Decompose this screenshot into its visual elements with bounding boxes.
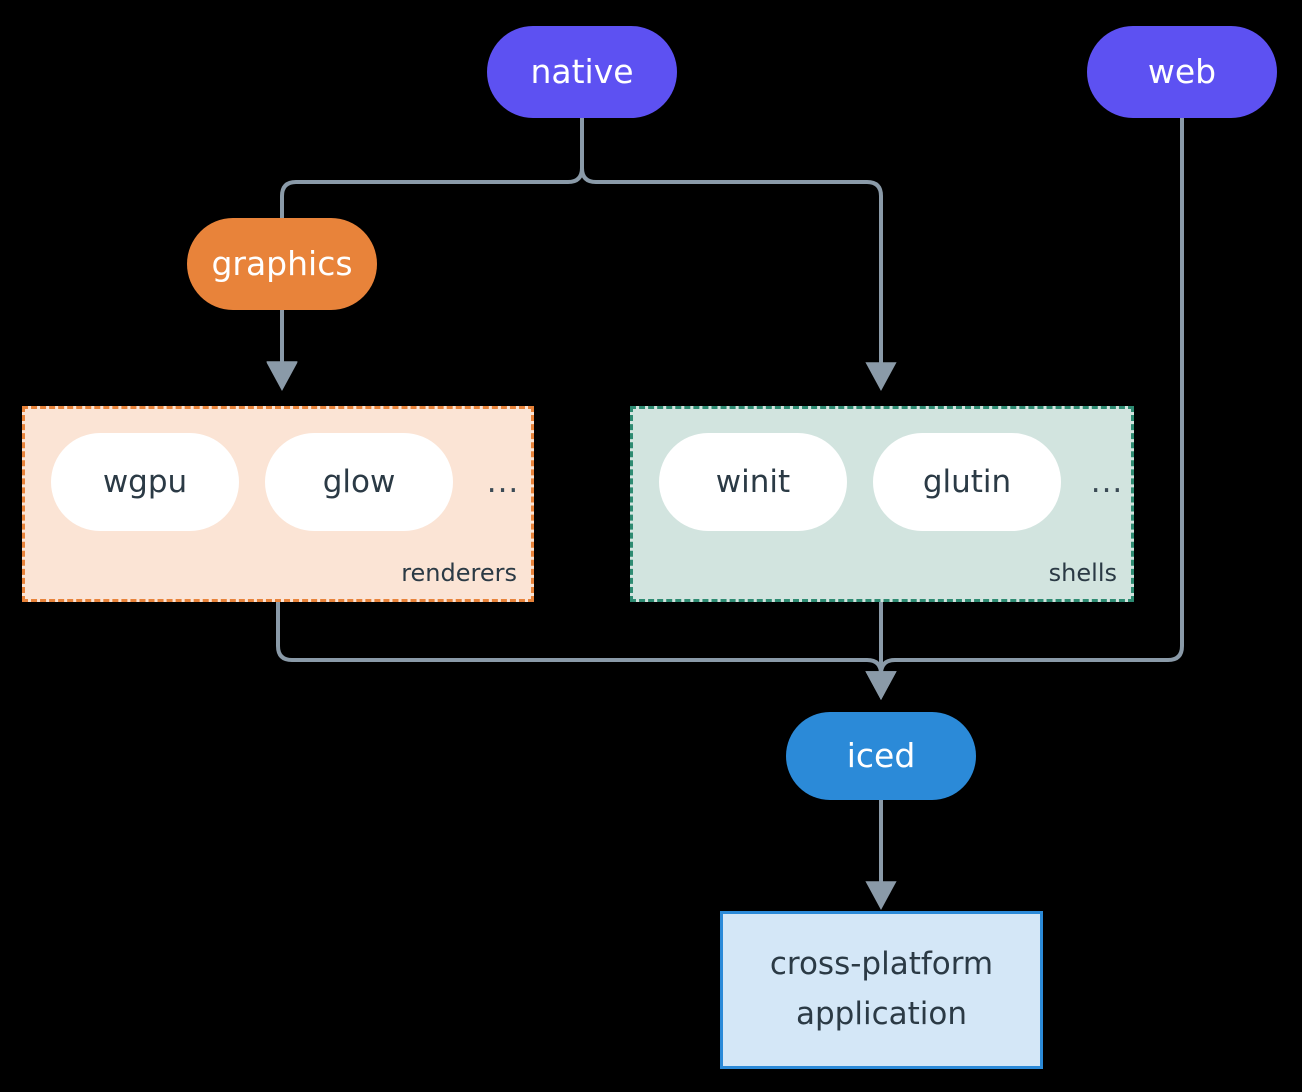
node-native[interactable]: native	[487, 26, 677, 118]
node-glutin[interactable]: glutin	[873, 433, 1061, 531]
edge-native-to-shells	[580, 118, 897, 392]
node-glow-label: glow	[322, 464, 396, 500]
node-iced[interactable]: iced	[786, 712, 976, 800]
node-web[interactable]: web	[1087, 26, 1277, 118]
node-wgpu-label: wgpu	[102, 464, 188, 500]
application-label-line1: cross-platform	[769, 946, 994, 983]
node-cross-platform-application[interactable]: cross-platform application	[720, 911, 1043, 1069]
shells-overflow-ellipsis: ...	[1090, 464, 1124, 500]
node-native-label: native	[530, 52, 634, 92]
node-glow[interactable]: glow	[265, 433, 453, 531]
cluster-shells-label: shells	[1048, 559, 1117, 587]
node-iced-label: iced	[846, 736, 916, 776]
application-label-line2: application	[796, 996, 967, 1032]
node-winit-label: winit	[715, 464, 791, 500]
node-web-label: web	[1147, 52, 1217, 92]
edge-renderers-to-iced	[276, 602, 897, 701]
cluster-renderers: wgpu glow ... renderers	[22, 406, 534, 602]
node-glutin-label: glutin	[922, 464, 1012, 500]
node-graphics-label: graphics	[211, 244, 353, 284]
renderers-overflow-ellipsis: ...	[486, 464, 520, 500]
edge-web-to-iced	[865, 118, 1184, 701]
cluster-shells: winit glutin ... shells	[630, 406, 1134, 602]
cluster-renderers-label: renderers	[401, 559, 517, 587]
node-winit[interactable]: winit	[659, 433, 847, 531]
node-wgpu[interactable]: wgpu	[51, 433, 239, 531]
node-graphics[interactable]: graphics	[187, 218, 377, 310]
